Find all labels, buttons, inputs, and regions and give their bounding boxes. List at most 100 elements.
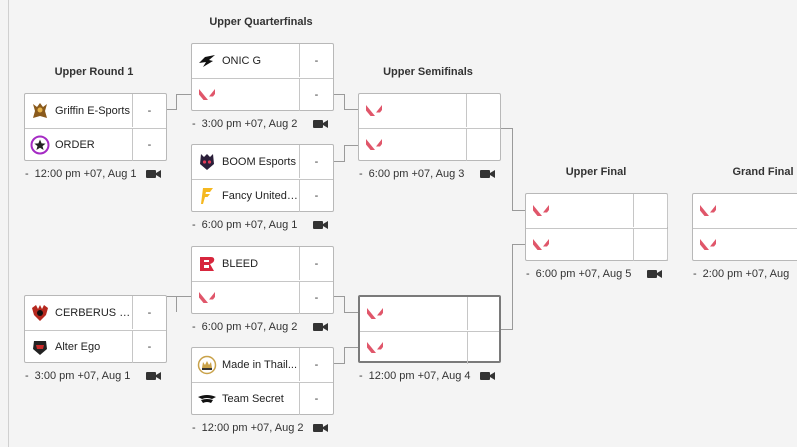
match-time: -6:00 pm +07, Aug 1 [192,219,298,231]
score [467,94,500,127]
score [634,194,667,227]
valorant-logo-icon [698,201,718,221]
match-time: -6:00 pm +07, Aug 5 [526,268,632,280]
score: - [314,257,319,270]
match-time: -3:00 pm +07, Aug 1 [25,370,131,382]
video-camera-icon[interactable] [480,169,495,179]
connector [344,145,358,146]
match-row[interactable]: Made in Thail... - [192,348,333,381]
score: - [147,104,152,117]
match-upper-round-1-1[interactable]: Griffin E-Sports - ORDER - [24,93,167,161]
match-row[interactable]: CERBERUS E... - [25,296,166,329]
team-name: Made in Thail... [222,358,298,371]
video-camera-icon[interactable] [313,322,328,332]
video-camera-icon[interactable] [647,269,662,279]
connector [512,244,526,245]
score [467,129,500,161]
connector [333,347,345,364]
score [667,229,668,261]
match-time: -2:00 pm +07, Aug [693,268,790,280]
video-camera-icon[interactable] [313,220,328,230]
match-row[interactable] [359,94,500,127]
connector [501,244,513,330]
video-camera-icon[interactable] [313,423,328,433]
match-time: -6:00 pm +07, Aug 2 [192,321,298,333]
left-border [8,0,9,447]
connector [333,94,345,110]
match-row[interactable]: Team Secret - [192,382,333,415]
video-camera-icon[interactable] [146,169,161,179]
match-time: -12:00 pm +07, Aug 4 [359,370,471,382]
team-name: CERBERUS E... [55,306,132,319]
score: - [147,306,152,319]
griffin-logo-icon [30,101,50,121]
score: - [314,358,319,371]
connector [333,145,345,162]
valorant-logo-icon [698,235,718,255]
alter-ego-logo-icon [30,337,50,357]
valorant-logo-icon [364,101,384,121]
valorant-logo-icon [365,338,385,358]
match-row[interactable] [693,228,797,261]
match-row[interactable]: Alter Ego - [25,330,166,363]
connector [176,94,191,95]
match-row[interactable]: BLEED - [192,247,333,280]
match-upper-quarterfinal-2[interactable]: BOOM Esports - Fancy United ... - [191,144,334,212]
connector [501,128,513,211]
video-camera-icon[interactable] [313,119,328,129]
match-row[interactable] [360,297,499,330]
connector [176,296,191,297]
video-camera-icon[interactable] [146,371,161,381]
score: - [314,292,319,304]
match-grand-final[interactable] [692,193,797,261]
video-camera-icon[interactable] [480,371,495,381]
match-row[interactable] [526,194,668,227]
connector [344,312,358,313]
round-title-upper-quarterfinals: Upper Quarterfinals [209,16,313,28]
score [468,297,499,330]
match-row[interactable]: - [192,78,333,111]
match-row[interactable]: - [192,281,333,314]
onic-logo-icon [197,51,217,71]
bleed-logo-icon [197,254,217,274]
score: - [314,393,319,405]
match-upper-quarterfinal-4[interactable]: Made in Thail... - Team Secret - [191,347,334,415]
score [634,229,667,261]
valorant-logo-icon [197,288,217,308]
score: - [314,54,319,67]
fancy-united-logo-icon [197,186,217,206]
match-row[interactable] [359,128,500,161]
connector [333,296,345,313]
made-in-thailand-logo-icon [197,355,217,375]
score: - [314,89,319,101]
match-row[interactable]: BOOM Esports - [192,145,333,178]
score: - [314,155,319,168]
match-upper-semifinal-1[interactable] [358,93,501,161]
match-row[interactable] [360,331,499,364]
valorant-logo-icon [364,135,384,155]
match-row[interactable] [526,228,668,261]
team-name: ORDER [55,139,95,151]
valorant-logo-icon [365,304,385,324]
match-upper-semifinal-2[interactable] [358,295,501,364]
match-row[interactable]: Griffin E-Sports - [25,94,166,127]
match-time: -12:00 pm +07, Aug 2 [192,422,304,434]
match-row[interactable] [693,194,797,227]
match-upper-quarterfinal-3[interactable]: BLEED - - [191,246,334,314]
team-name: Team Secret [222,393,284,405]
match-row[interactable]: ORDER - [25,128,166,161]
score: - [314,190,319,202]
team-name: BLEED [222,257,259,270]
score: - [147,139,152,151]
match-time: -3:00 pm +07, Aug 2 [192,118,298,130]
match-upper-round-1-2[interactable]: CERBERUS E... - Alter Ego - [24,295,167,363]
match-row[interactable]: ONIC G - [192,44,333,77]
cerberus-logo-icon [30,303,50,323]
score: - [147,341,152,353]
match-upper-quarterfinal-1[interactable]: ONIC G - - [191,43,334,111]
score [667,194,668,227]
match-row[interactable]: Fancy United ... - [192,179,333,212]
match-upper-final[interactable] [525,193,668,261]
boom-logo-icon [197,152,217,172]
